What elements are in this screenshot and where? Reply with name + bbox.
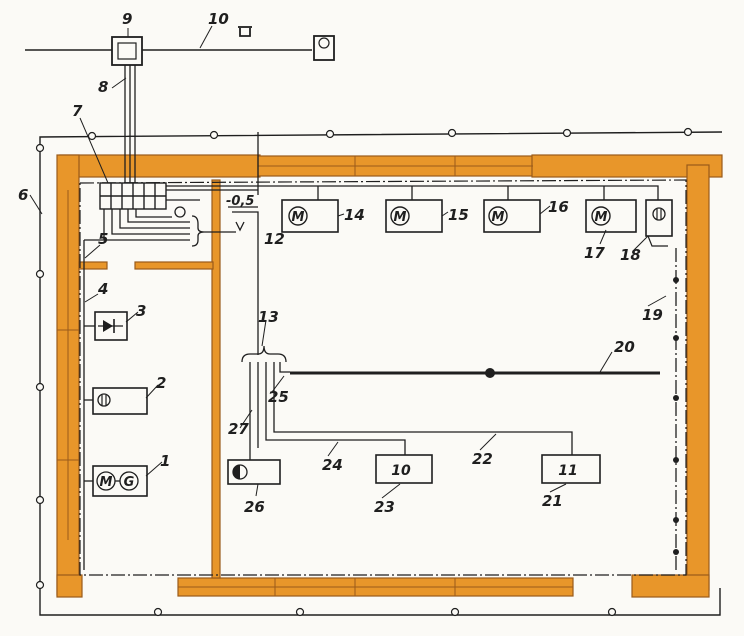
outer-ground-loop [39,131,723,616]
label-4: 4 [97,280,108,298]
partition-stub-left [78,261,108,270]
unit-21-label: 11 [558,463,577,479]
cable-20-joint [485,368,495,378]
ground-line-19-nodes [673,277,679,555]
window-lines [57,156,573,596]
label-16: 16 [548,198,569,216]
small-symbol-top [238,26,252,37]
callout-labels: 9 10 8 7 6 5 4 3 2 1 -0,5 12 13 14 15 16… [18,10,663,516]
distribution-panel-7 [99,182,167,210]
label-26: 26 [244,498,265,516]
motor-17-symbol: M [595,210,608,225]
label-18: 18 [620,246,641,264]
label-12: 12 [264,230,285,248]
wall-bottom-right [631,574,710,598]
motor-symbol: M [100,475,113,490]
panel-meter [174,206,186,218]
label-9: 9 [122,10,132,28]
label-13: 13 [258,308,279,326]
junction-brace-13 [241,345,287,363]
inner-perimeter-line [79,179,687,576]
unit-23: 10 [375,454,433,484]
generator-symbol: G [124,475,135,490]
label-17: 17 [584,244,605,262]
label-10: 10 [208,10,229,28]
label-15: 15 [448,206,469,224]
label-8: 8 [98,78,108,96]
device-2 [92,387,148,415]
label-6: 6 [18,186,28,204]
leader-lines [29,25,667,499]
label-22: 22 [472,450,493,468]
device-18 [645,199,673,247]
label-1: 1 [160,452,170,470]
wall-top-left [59,154,261,178]
label-3: 3 [136,302,146,320]
wall-bottom-left [56,574,83,598]
partition-stub-right [134,261,214,270]
unit-21: 11 [541,454,601,484]
branch-cables [249,362,573,460]
supply-end-device-icon [318,37,330,49]
feeder-brace [191,215,205,247]
device-26 [227,459,281,485]
label-level: -0,5 [226,194,254,209]
label-20: 20 [614,338,635,356]
motor-15: M [385,199,443,233]
partition-wall [211,179,221,579]
wall-right [686,164,710,591]
top-motor-feeder [166,185,659,200]
label-23: 23 [374,498,395,516]
motor-17: M [585,199,637,233]
label-25: 25 [268,388,289,406]
label-7: 7 [72,102,83,120]
label-24: 24 [322,456,343,474]
service-drop [124,65,136,183]
motor-16-symbol: M [492,210,505,225]
rectifier-3 [94,311,128,341]
unit-23-label: 10 [391,463,411,479]
motor-generator-1: M G [92,465,148,497]
outer-loop-insulators [35,127,693,617]
label-5: 5 [98,230,108,248]
label-14: 14 [344,206,365,224]
cable-12 [232,132,259,355]
label-19: 19 [642,306,663,324]
pole-transformer-9 [111,36,143,66]
label-21: 21 [542,492,563,510]
motor-16: M [483,199,541,233]
level-mark [228,206,258,232]
label-27: 27 [228,420,249,438]
motor-14-symbol: M [292,210,305,225]
motor-14: M [281,199,339,233]
pole-transformer-9-inner [117,42,137,60]
label-2: 2 [156,374,166,392]
motor-15-symbol: M [394,210,407,225]
